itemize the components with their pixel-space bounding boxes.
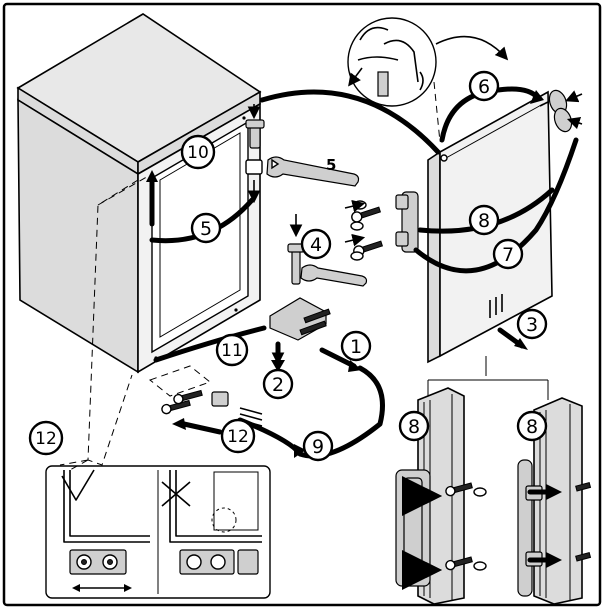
arrowhead-2 [271, 360, 285, 372]
callout-5-cabinet: 5 [190, 212, 222, 244]
path-1 [319, 347, 357, 369]
callout-8-right-detail: 8 [516, 410, 548, 442]
callout-8-door: 8 [468, 204, 500, 236]
callout-3: 3 [516, 308, 548, 340]
svg-text:8: 8 [526, 416, 538, 438]
callout-11: 11 [215, 333, 249, 367]
svg-text:11: 11 [221, 341, 243, 361]
path-7 [413, 137, 579, 274]
handle-detail-left [395, 387, 487, 605]
svg-text:1: 1 [350, 336, 362, 358]
wrench-tool-lower [300, 264, 368, 287]
arrowhead-10 [146, 170, 158, 182]
callout-12-bottom: 12 [220, 418, 256, 454]
wrench-tool [266, 156, 360, 187]
detail-connector [427, 356, 549, 400]
callout-8-left-detail: 8 [398, 410, 430, 442]
arrowhead-6 [530, 90, 544, 104]
callout-12-inset: 12 [28, 420, 64, 456]
callout-2: 2 [262, 368, 294, 400]
path-12-arrow [181, 421, 223, 435]
path-cabinet-to-door-top [259, 89, 441, 155]
bottom-hinge-ghost [148, 365, 263, 427]
arrowhead-9 [294, 444, 306, 458]
door-corner-plugs [539, 89, 583, 133]
wrench-label: 5 [326, 156, 336, 174]
fridge-cabinet [16, 13, 262, 374]
svg-text:9: 9 [312, 436, 324, 458]
arrowhead-12 [172, 418, 186, 430]
handle-screws [344, 199, 384, 261]
svg-text:4: 4 [310, 234, 322, 256]
callout-10: 10 [180, 134, 216, 170]
callout-1: 1 [340, 330, 372, 362]
inset-12-panel [45, 465, 271, 599]
svg-text:12: 12 [227, 427, 249, 447]
callout-9: 9 [302, 430, 334, 462]
door-handle-mounted [395, 191, 419, 253]
svg-text:2: 2 [272, 374, 284, 396]
svg-text:8: 8 [478, 210, 490, 232]
hinge-pin-lower [287, 214, 305, 285]
arrowhead-1 [348, 360, 362, 372]
path-11 [153, 325, 267, 363]
svg-text:7: 7 [502, 244, 514, 266]
callout-6: 6 [468, 70, 500, 102]
path-9 [237, 365, 385, 459]
svg-text:12: 12 [35, 429, 57, 449]
callout-4: 4 [300, 228, 332, 260]
svg-text:6: 6 [478, 76, 490, 98]
hinge-magnifier [347, 17, 509, 143]
arrowhead-3 [514, 338, 528, 350]
callout-7: 7 [492, 238, 524, 270]
svg-text:3: 3 [526, 314, 538, 336]
svg-text:5: 5 [200, 218, 212, 240]
handle-detail-right [517, 397, 592, 605]
svg-text:10: 10 [187, 143, 209, 163]
hinge-pin-assembly [245, 104, 265, 204]
svg-text:8: 8 [408, 416, 420, 438]
